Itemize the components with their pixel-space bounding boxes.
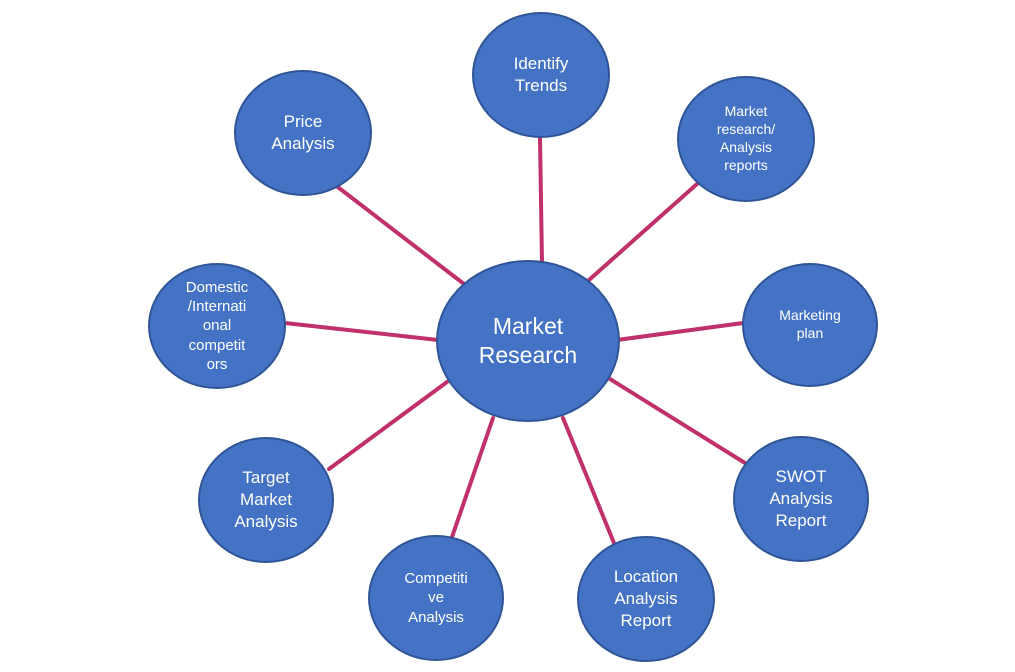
connector-target-market-analysis (327, 380, 449, 471)
connector-market-research-reports (587, 182, 699, 282)
node-swot-analysis-report: SWOT Analysis Report (733, 436, 869, 562)
node-marketing-plan: Marketing plan (742, 263, 878, 387)
node-label: Marketing plan (779, 307, 841, 341)
node-label: Domestic /Internati onal competit ors (185, 279, 249, 373)
node-identify-trends: Identify Trends (472, 12, 610, 138)
node-label: SWOT Analysis Report (769, 467, 833, 530)
connector-competitive-analysis (450, 416, 495, 539)
node-label: Identify Trends (513, 54, 569, 95)
node-label: Target Market Analysis (234, 468, 298, 531)
connector-swot-analysis-report (608, 377, 747, 465)
connector-identify-trends (538, 136, 544, 265)
center-node-label: Market Research (478, 312, 578, 368)
node-price-analysis: Price Analysis (234, 70, 372, 196)
node-label: Price Analysis (271, 112, 335, 153)
node-target-market-analysis: Target Market Analysis (198, 437, 334, 563)
node-competitive-analysis: Competiti ve Analysis (368, 535, 504, 661)
connector-price-analysis (324, 176, 466, 286)
center-node-market-research: Market Research (436, 260, 620, 422)
node-label: Competiti ve Analysis (404, 570, 468, 626)
connector-marketing-plan (615, 321, 745, 342)
node-label: Location Analysis Report (613, 567, 679, 630)
connector-domestic-international-competitors (283, 321, 440, 342)
node-market-research-reports: Market research/ Analysis reports (677, 76, 815, 202)
node-domestic-international-competitors: Domestic /Internati onal competit ors (148, 263, 286, 389)
node-location-analysis-report: Location Analysis Report (577, 536, 715, 662)
connector-location-analysis-report (561, 416, 616, 545)
node-label: Market research/ Analysis reports (716, 103, 776, 173)
